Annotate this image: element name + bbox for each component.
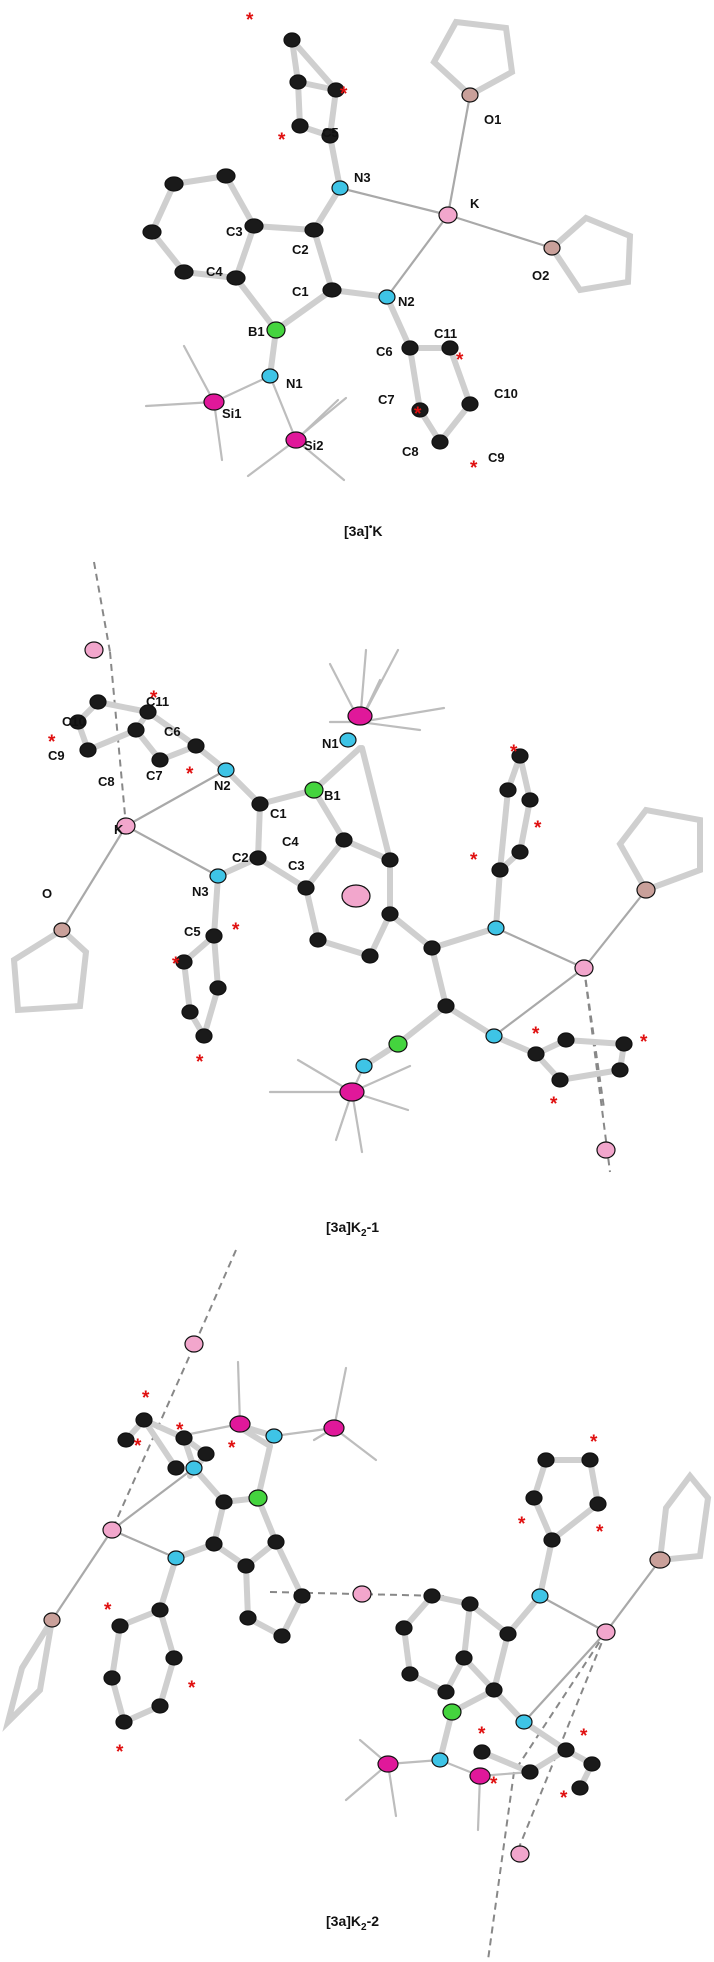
asterisk: * [278,130,286,151]
panel-3a-k2-2: * * * * * * * * * * * * * * [3a]K2-2 [2,1249,712,1961]
atom-label-c6: C6 [164,724,181,739]
atom-label-o2: O2 [532,268,549,283]
asterisk: * [470,850,478,871]
atom-label-si1: Si1 [222,406,242,421]
atom-label-n2: N2 [214,778,231,793]
atom-label-c4: C4 [206,264,223,279]
atom-label-n1: N1 [322,736,339,751]
asterisk: * [640,1032,648,1053]
atom-label-c3: C3 [226,224,243,239]
thf-ring-o1 [430,18,516,98]
asterisk: * [232,920,240,941]
atoms-k2-2 [43,1335,671,1863]
asterisk: * [176,1420,184,1441]
bonds-3a-k [149,37,473,445]
asterisk: * [134,1436,142,1457]
panel-caption-k2-1: [3a]K2-1 [326,1219,379,1239]
silyl-methyls-k2-1 [268,648,446,1154]
panel-3a-radical-k: C5 N3 K O1 C3 C2 O2 C4 C1 N2 B1 C6 C11 N… [142,10,634,539]
asterisks-k2-2: * * * * * * * * * * * * * * [104,1388,604,1809]
asterisk: * [48,732,56,753]
atom-label-c2: C2 [292,242,309,257]
asterisk: * [580,1726,588,1747]
thf-ring-left [10,927,90,1014]
atom-label-c4: C4 [282,834,299,849]
asterisk: * [186,764,194,785]
asterisks-k2-1: * * * * * * * * * * * * [48,688,648,1115]
atom-label-si2: Si2 [304,438,324,453]
atom-label-c10: C10 [494,386,518,401]
thf-ring-right [657,1471,712,1563]
asterisk: * [560,1788,568,1809]
atom-label-c2: C2 [232,850,249,865]
thf-ring-left [2,1617,55,1732]
asterisk: * [104,1600,112,1621]
asterisk: * [228,1438,236,1459]
atom-label-c10: C10 [62,714,86,729]
silyl-methyls-3a-k [144,344,348,482]
atom-label-b1: B1 [324,788,341,803]
atom-label-n3: N3 [354,170,371,185]
atom-label-n3: N3 [192,884,209,899]
atoms-k2-1 [53,641,656,1159]
asterisk: * [414,404,422,425]
thf-ring-right [616,806,703,893]
atom-label-c1: C1 [292,284,309,299]
asterisk: * [340,84,348,105]
thf-ring-o2 [549,214,634,294]
asterisk: * [188,1678,196,1699]
atom-label-n2: N2 [398,294,415,309]
atom-label-c11: C11 [434,326,457,341]
atoms-3a-k [142,32,561,450]
asterisk: * [456,350,464,371]
asterisk: * [116,1742,124,1763]
atom-label-o1: O1 [484,112,501,127]
atom-label-o: O [42,886,52,901]
atom-label-c5: C5 [184,924,201,939]
asterisk: * [490,1774,498,1795]
asterisk: * [150,688,158,709]
panel-caption-k2-2: [3a]K2-2 [326,1913,379,1933]
atom-label-n1: N1 [286,376,303,391]
atom-label-c1: C1 [270,806,287,821]
atom-label-c5: C5 [322,125,339,140]
atom-label-c9: C9 [488,450,505,465]
asterisk: * [550,1094,558,1115]
asterisk: * [518,1514,526,1535]
asterisk: * [532,1024,540,1045]
atom-label-k: K [114,822,124,837]
asterisk: * [246,10,254,31]
atom-label-c7: C7 [378,392,395,407]
asterisk: * [534,818,542,839]
panel-caption-3a-k: [3a]•K [344,522,383,539]
asterisk: * [172,954,180,975]
atom-label-c11: C11 [146,694,169,709]
asterisk: * [196,1052,204,1073]
atom-label-c3: C3 [288,858,305,873]
atom-label-c6: C6 [376,344,393,359]
asterisk: * [510,742,518,763]
atom-label-c7: C7 [146,768,163,783]
asterisk: * [470,458,478,479]
asterisk: * [596,1522,604,1543]
atom-label-c8: C8 [98,774,115,789]
asterisks-3a-k: * * * * * * [246,10,478,479]
atom-label-c9: C9 [48,748,65,763]
atom-label-b1: B1 [248,324,265,339]
atom-label-c8: C8 [402,444,419,459]
panel-3a-k2-1: C11 C10 C6 C9 C7 C8 N2 N1 B1 C1 K C4 C2 … [10,561,703,1239]
asterisk: * [478,1724,486,1745]
asterisk: * [590,1432,598,1453]
atom-label-k: K [470,196,480,211]
asterisk: * [142,1388,150,1409]
